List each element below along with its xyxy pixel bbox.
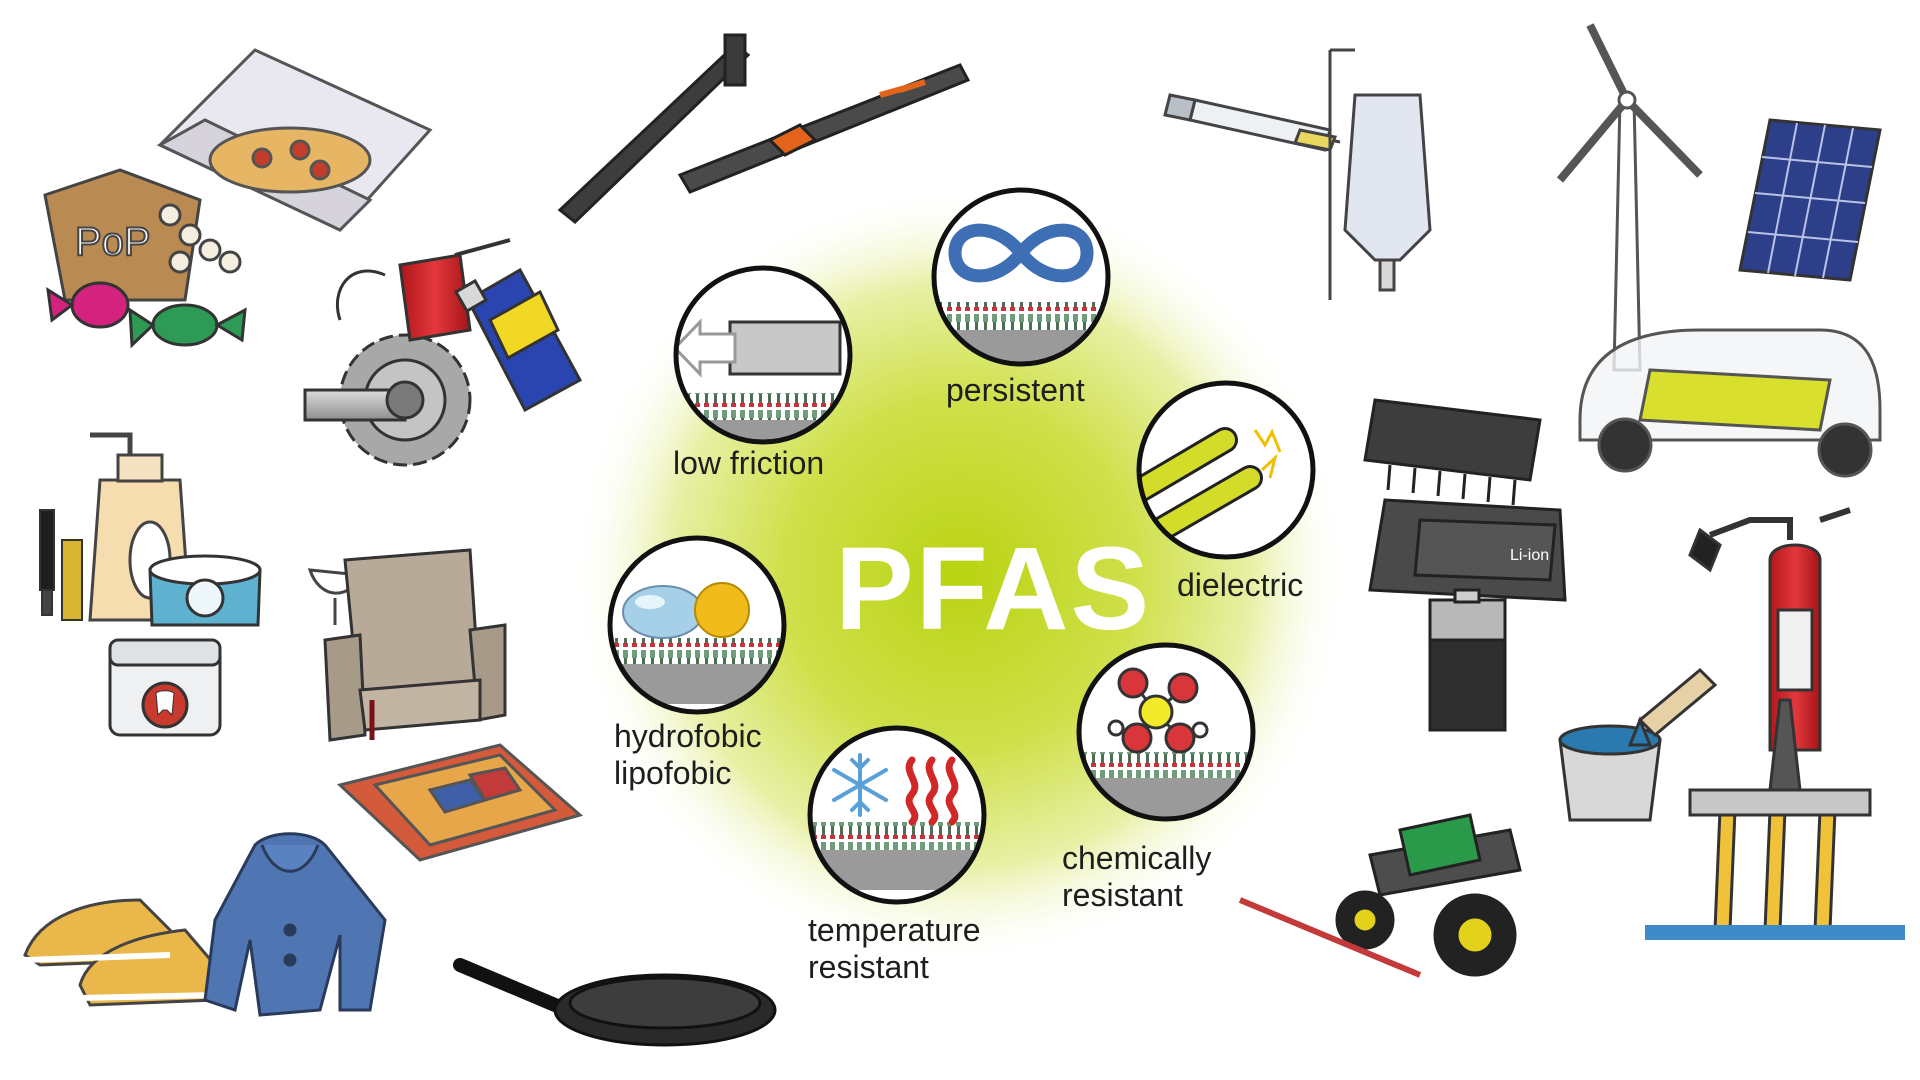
oil-can-icon: [335, 238, 511, 342]
pfas-title: PFAS: [835, 523, 1152, 655]
tractor-sprayer-icon: [1238, 813, 1522, 978]
label-line: persistent: [946, 372, 1085, 408]
sneakers-icon: [23, 898, 217, 1007]
droplets-icon: [622, 582, 750, 639]
label-chemically-resistant: chemically resistant: [1062, 840, 1211, 914]
arrow-block-icon: [676, 318, 842, 378]
popcorn-bag-icon: PoP: [43, 168, 242, 302]
pizza-box-icon: [156, 48, 433, 232]
property-circle-low-friction: [673, 265, 853, 445]
property-circle-chemically-resistant: [1076, 642, 1256, 822]
snowflake-icon: [832, 753, 888, 817]
syringe-icon: [1163, 93, 1341, 152]
spray-can-icon: [453, 267, 583, 413]
cream-jar-icon: [148, 554, 262, 627]
dental-floss-icon: [108, 638, 222, 737]
label-dielectric: dielectric: [1177, 567, 1303, 604]
label-line: resistant: [808, 949, 929, 985]
heat-waves-icon: [905, 756, 959, 826]
label-line: dielectric: [1177, 567, 1304, 603]
infinity-icon: [948, 223, 1094, 283]
label-hydrofobic-lipofobic: hydrofobic lipofobic: [614, 718, 762, 792]
battery-icon: [1428, 588, 1507, 732]
wind-turbine-icon: [1556, 23, 1703, 372]
label-line: temperature: [808, 912, 981, 948]
microchip-icon: [1363, 398, 1542, 506]
label-line: lipofobic: [614, 755, 732, 791]
label-line: hydrofobic: [614, 718, 762, 754]
armchair-icon: [323, 548, 507, 742]
rug-icon: [336, 743, 584, 862]
label-persistent: persistent: [946, 372, 1085, 409]
label-line: low friction: [673, 445, 825, 481]
paint-bucket-icon: [1558, 667, 1718, 822]
svg-text:Li-ion: Li-ion: [1510, 547, 1549, 564]
label-line: resistant: [1062, 877, 1183, 913]
skis-icon: [557, 33, 971, 224]
label-line: chemically: [1062, 840, 1212, 876]
oil-platform-icon: [1645, 698, 1905, 940]
cables-spark-icon: [1139, 427, 1282, 543]
solar-panel-icon: [1738, 118, 1882, 282]
iv-bag-icon: [1328, 48, 1432, 300]
mascara-icon: [39, 509, 83, 621]
electric-car-icon: [1578, 328, 1882, 478]
frying-pan-icon: [453, 958, 777, 1047]
label-temperature-resistant: temperature resistant: [808, 912, 981, 986]
candy-icon: [46, 281, 247, 349]
fire-extinguisher-icon: [1688, 507, 1851, 752]
property-circle-dielectric: [1136, 380, 1316, 560]
molecule-icon: [1107, 667, 1209, 754]
gear-icon: [303, 333, 472, 467]
jacket-icon: [203, 832, 387, 1017]
label-low-friction: low friction: [673, 445, 824, 482]
svg-text:PoP: PoP: [75, 220, 151, 264]
li-ion-battery-icon: Li-ion: [1413, 518, 1557, 582]
